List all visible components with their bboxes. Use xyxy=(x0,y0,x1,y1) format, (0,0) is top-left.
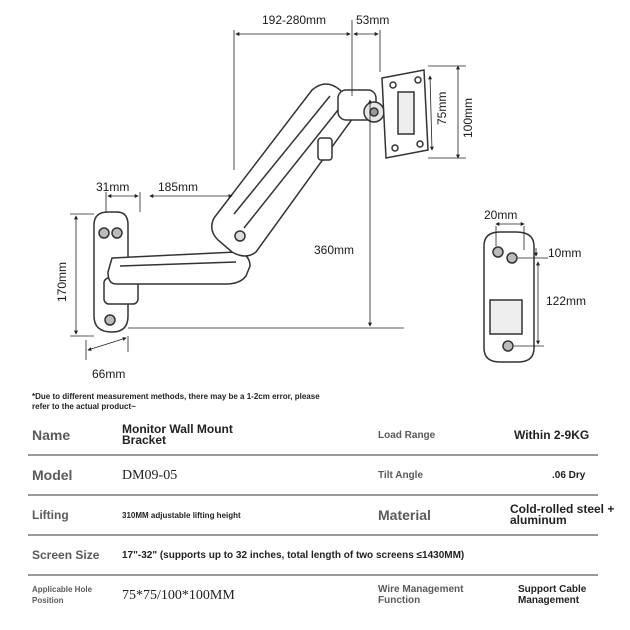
spec-row-lifting: Lifting 310MM adjustable lifting height … xyxy=(28,496,614,536)
tilt-value: .06 Dry xyxy=(552,469,586,481)
vesa-plate xyxy=(381,69,429,159)
reach-label: 192-280mm xyxy=(262,13,326,27)
lifting-value: 310MM adjustable lifting height xyxy=(122,510,241,520)
upper-arm xyxy=(211,83,356,257)
name-value: Monitor Wall Mount Bracket xyxy=(122,422,233,447)
material-value: Cold-rolled steel + aluminum xyxy=(510,502,615,527)
measurement-note: *Due to different measurement methods, t… xyxy=(32,392,320,411)
base-height-label: 170mm xyxy=(55,262,69,302)
vesa-small-label: 75mm xyxy=(435,92,449,125)
arm-length-label: 185mm xyxy=(158,180,198,194)
wire-value: Support Cable Management xyxy=(518,584,587,606)
spec-table: Name Monitor Wall Mount Bracket Load Ran… xyxy=(0,412,630,630)
hole-detail-plate xyxy=(483,231,535,363)
screen-value: 17"-32" (supports up to 32 inches, total… xyxy=(122,549,465,561)
lift-height-label: 360mm xyxy=(314,243,354,257)
spec-row-name: Name Monitor Wall Mount Bracket Load Ran… xyxy=(28,416,598,456)
load-value: Within 2-9KG xyxy=(514,427,590,442)
hole-spacing-label: 20mm xyxy=(484,208,517,222)
model-value: DM09-05 xyxy=(122,467,178,483)
spec-row-screen: Screen Size 17"-32" (supports up to 32 i… xyxy=(28,536,598,576)
material-label: Material xyxy=(378,506,431,523)
arm-offset-label: 31mm xyxy=(96,180,129,194)
load-label: Load Range xyxy=(378,429,436,441)
vesa-large-label: 100mm xyxy=(461,98,475,138)
product-drawing: 192-280mm 53mm 75mm 100mm 31mm 185mm 360… xyxy=(55,13,586,381)
lifting-label: Lifting xyxy=(32,507,69,522)
screen-label: Screen Size xyxy=(32,547,100,562)
tilt-label: Tilt Angle xyxy=(378,469,423,481)
hole-label: Applicable Hole Position xyxy=(32,585,93,605)
wire-label: Wire Management Function xyxy=(378,584,464,606)
spec-row-hole: Applicable Hole Position 75*75/100*100MM… xyxy=(28,576,598,614)
lower-arm xyxy=(103,251,251,305)
plate-depth-label: 53mm xyxy=(356,13,389,27)
model-label: Model xyxy=(32,466,73,483)
hole-value: 75*75/100*100MM xyxy=(122,587,235,603)
base-width-label: 66mm xyxy=(92,367,125,381)
dimension-lines xyxy=(70,20,548,360)
spec-row-model: Model DM09-05 Tilt Angle .06 Dry xyxy=(28,456,598,496)
hole-distance-label: 122mm xyxy=(546,294,586,308)
name-label: Name xyxy=(32,426,71,443)
hole-offset-label: 10mm xyxy=(548,246,581,260)
tilt-head xyxy=(337,89,385,123)
